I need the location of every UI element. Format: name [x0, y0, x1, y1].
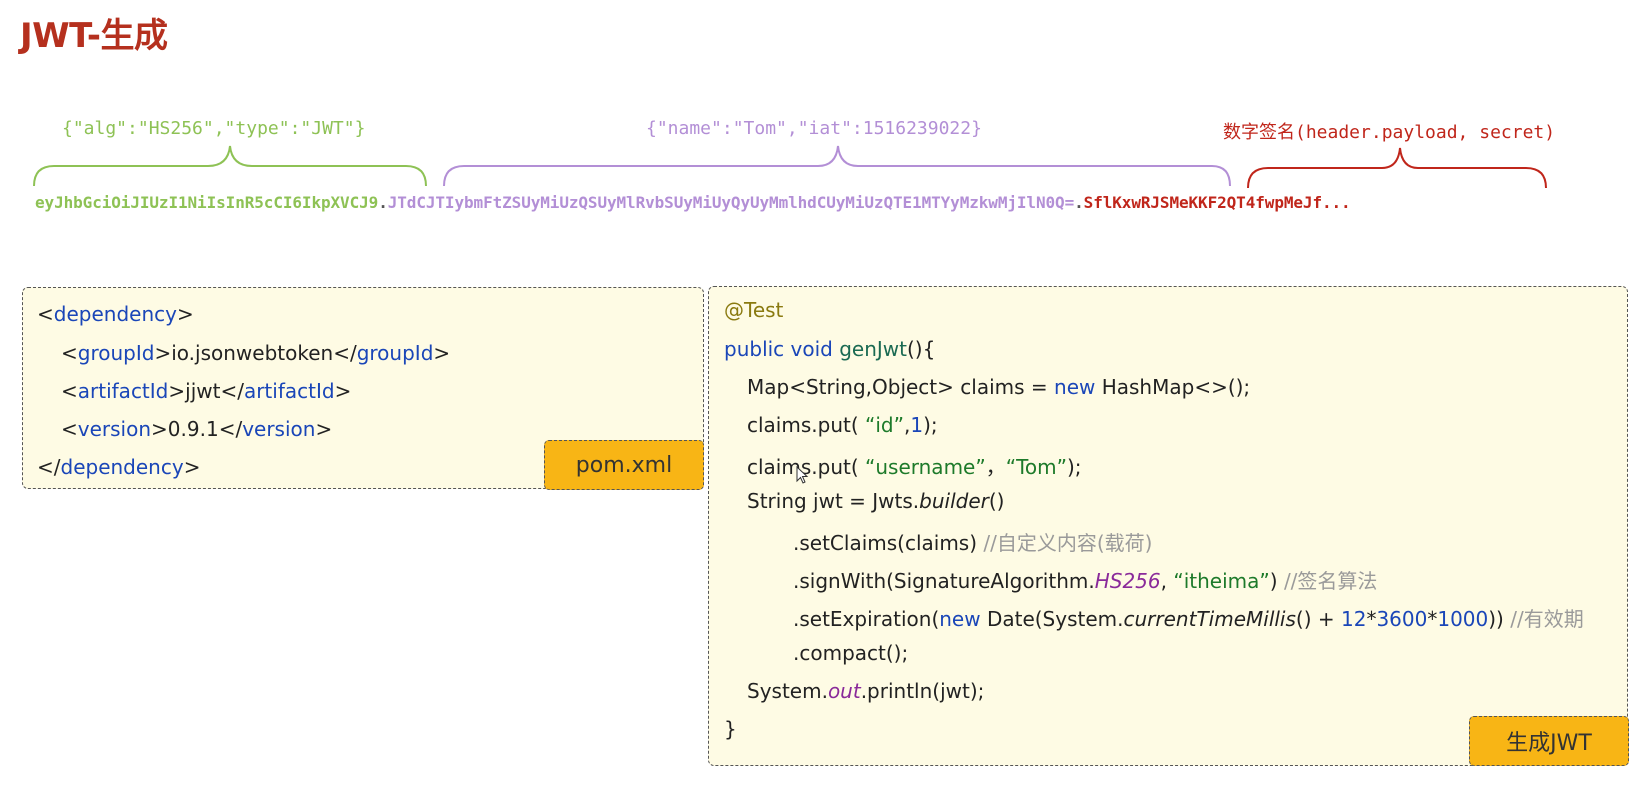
code-line: <dependency> [37, 302, 194, 326]
code-line: public void genJwt(){ [724, 337, 936, 361]
token-signature: SflKxwRJSMeKKF2QT4fwpMeJf... [1083, 193, 1351, 212]
code-line: } [724, 717, 737, 741]
code-line: .setExpiration(new Date(System.currentTi… [793, 607, 1584, 631]
code-line: String jwt = Jwts.builder() [747, 489, 1005, 513]
page-title: JWT-生成 [20, 16, 168, 56]
code-line: .signWith(SignatureAlgorithm.HS256, “ith… [793, 569, 1378, 593]
code-line: Map<String,Object> claims = new HashMap<… [747, 375, 1251, 399]
pom-code-box: <dependency> <groupId>io.jsonwebtoken</g… [22, 287, 704, 489]
header-json-label: {"alg":"HS256","type":"JWT"} [62, 118, 366, 139]
code-line: </dependency> [37, 455, 201, 479]
signature-brace [1247, 147, 1547, 189]
pom-xml-tab: pom.xml [544, 440, 704, 490]
code-line: @Test [724, 298, 784, 322]
code-line: <version>0.9.1</version> [61, 417, 333, 441]
generate-jwt-tab: 生成JWT [1469, 716, 1629, 766]
token-dot: . [378, 193, 388, 212]
code-line: claims.put( “id”,1); [747, 413, 938, 437]
code-line: <artifactId>jjwt</artifactId> [61, 379, 352, 403]
payload-json-label: {"name":"Tom","iat":1516239022} [646, 118, 982, 139]
token-header: eyJhbGciOiJIUzI1NiIsInR5cCI6IkpXVCJ9 [35, 193, 379, 212]
mouse-cursor-icon [796, 466, 809, 484]
code-line: <groupId>io.jsonwebtoken</groupId> [61, 341, 451, 365]
token-dot: . [1074, 193, 1084, 212]
genjwt-code-box: @Test public void genJwt(){ Map<String,O… [708, 286, 1628, 766]
code-line: .setClaims(claims) //自定义内容(载荷) [793, 531, 1153, 555]
signature-label: 数字签名(header.payload, secret) [1223, 122, 1556, 143]
token-payload: JTdCJTIybmFtZSUyMiUzQSUyMlRvbSUyMiUyQyUy… [387, 193, 1075, 212]
header-brace [33, 145, 427, 187]
jwt-token: eyJhbGciOiJIUzI1NiIsInR5cCI6IkpXVCJ9.JTd… [35, 193, 1351, 212]
code-line: .compact(); [793, 641, 909, 665]
payload-brace [443, 145, 1231, 187]
code-line: System.out.println(jwt); [747, 679, 985, 703]
